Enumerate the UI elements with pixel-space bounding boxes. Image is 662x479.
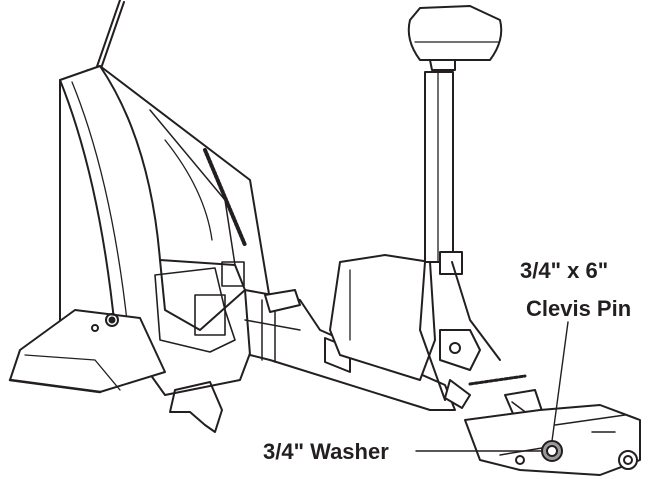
plow-moldboard	[8, 65, 271, 433]
clevis-pin-callout-size: 3/4" x 6"	[520, 258, 609, 283]
lamp-mast	[407, 5, 503, 401]
clevis-pin	[541, 440, 563, 462]
hydraulic-housing	[329, 254, 436, 381]
clevis-pin-leader	[551, 321, 569, 442]
washer-callout: 3/4" Washer	[263, 439, 389, 464]
clevis-pin-callout-name: Clevis Pin	[526, 296, 632, 321]
